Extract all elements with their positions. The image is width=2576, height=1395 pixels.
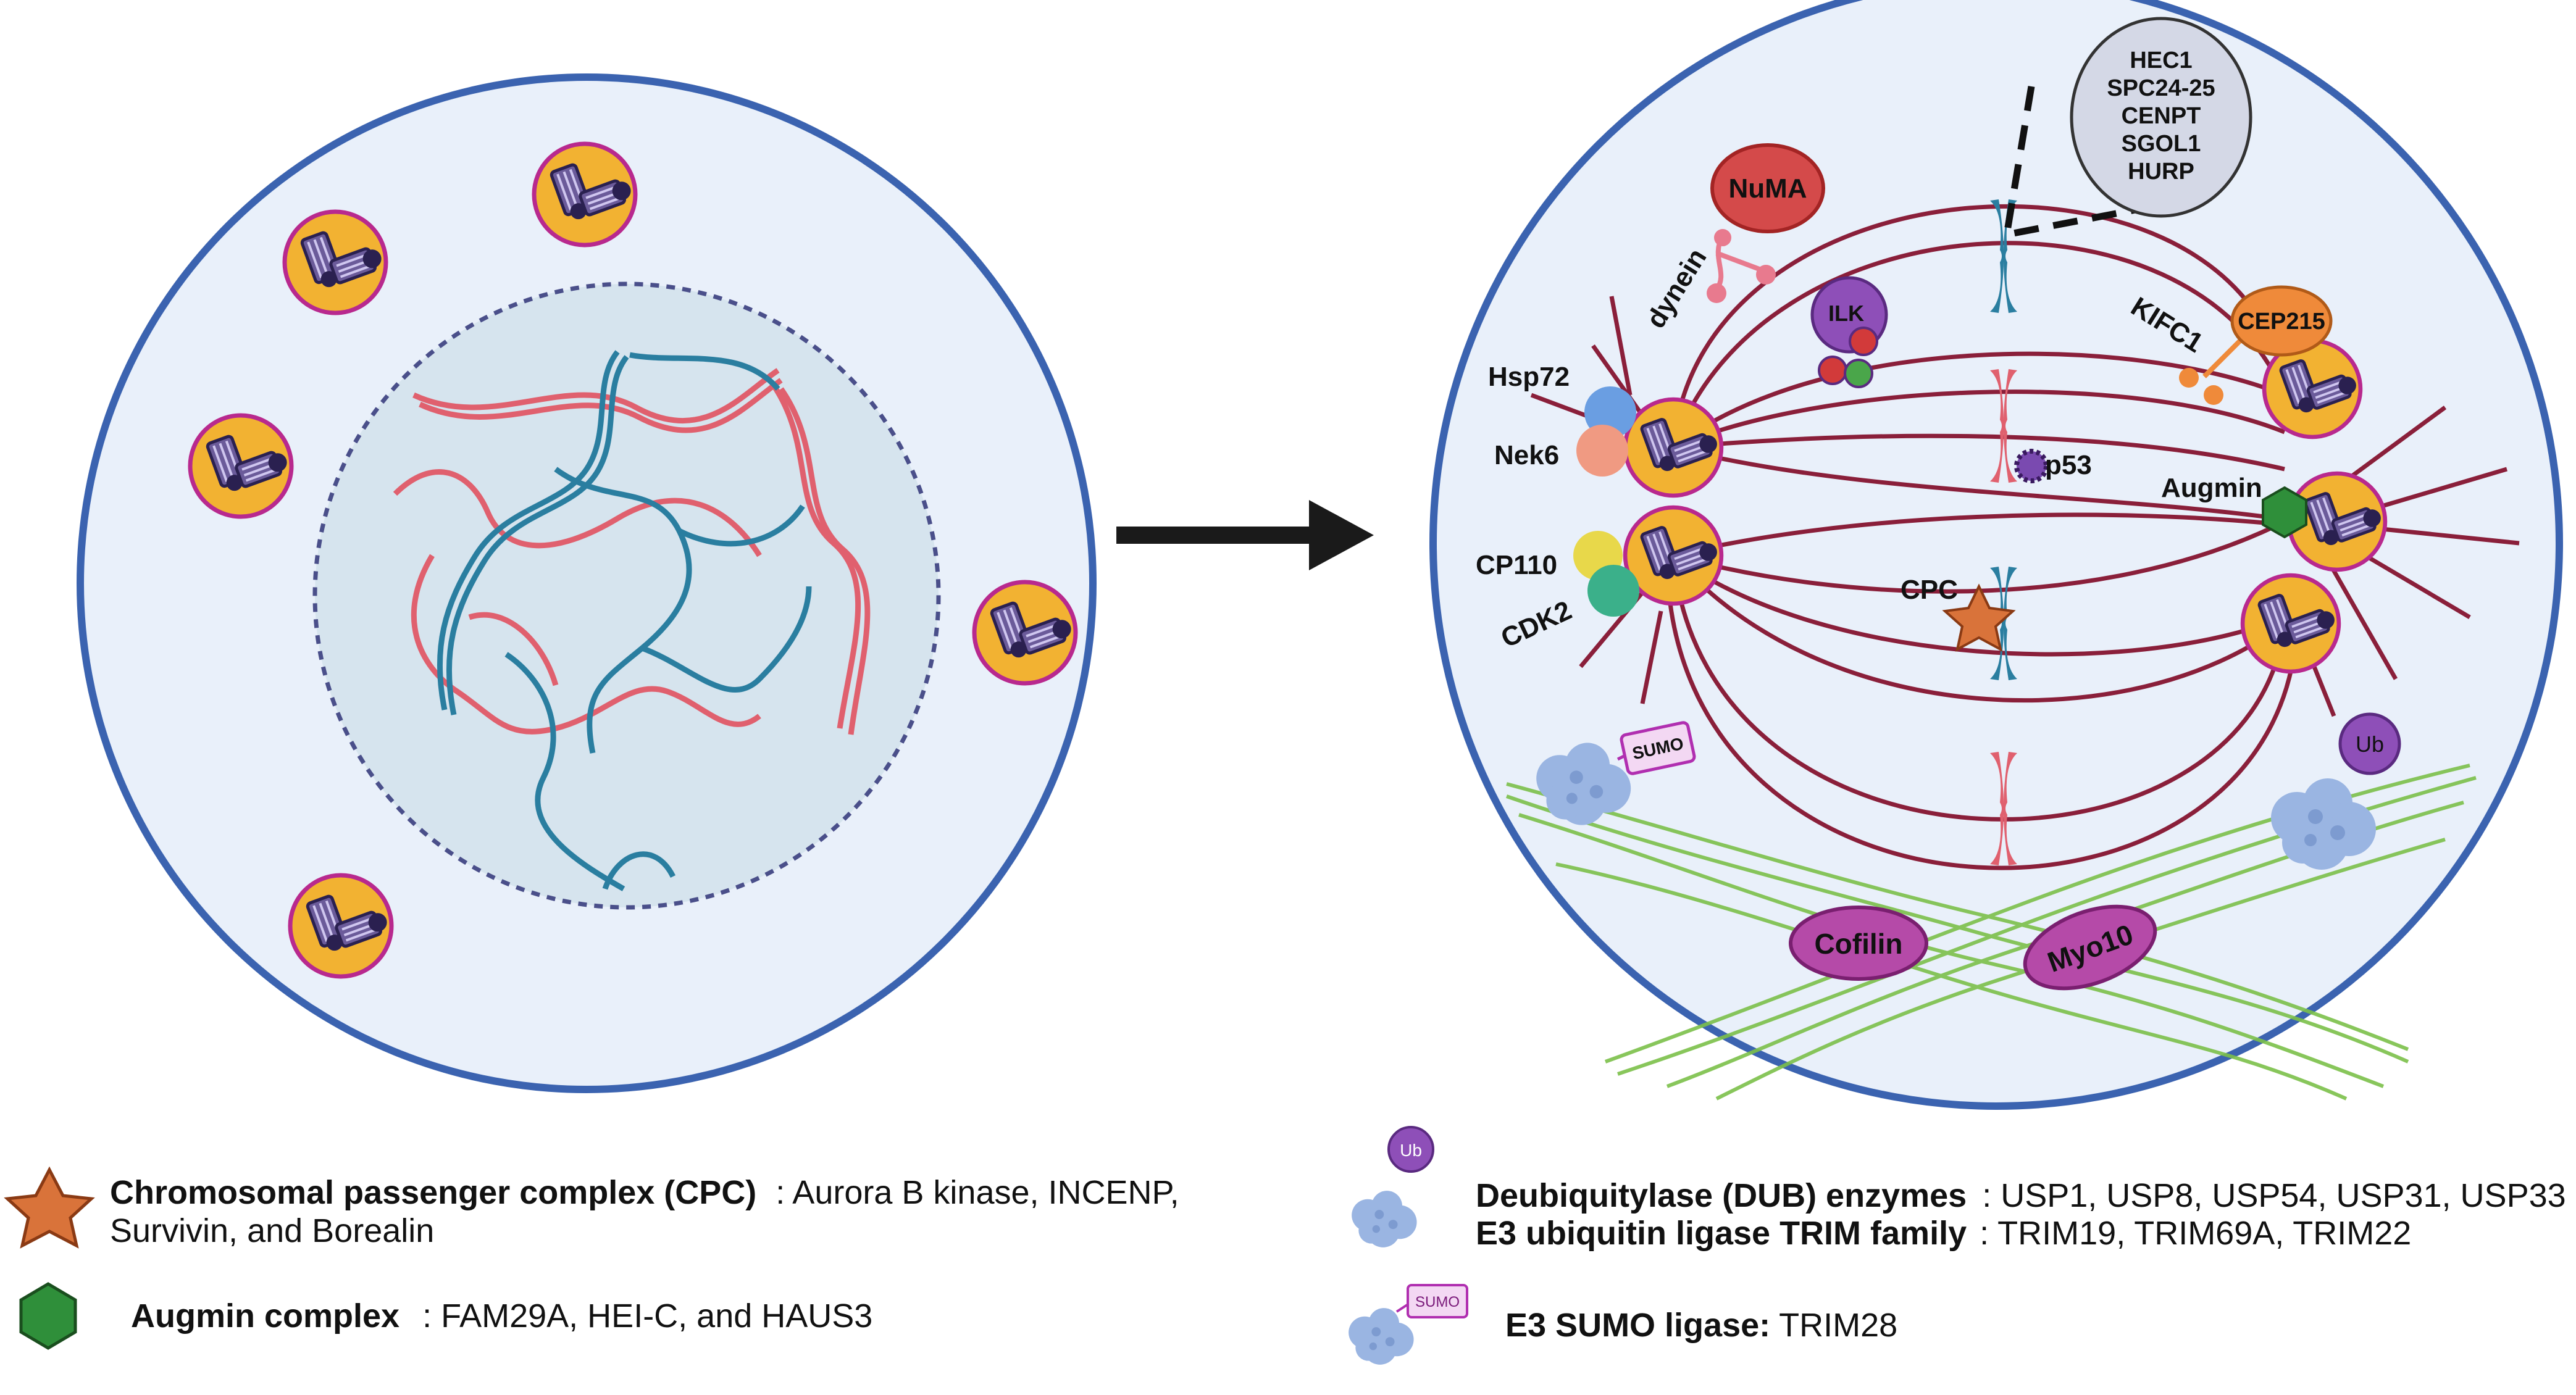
ilk-protein: ILK xyxy=(1810,276,1888,388)
nek6-label: Nek6 xyxy=(1494,440,1559,470)
numa-protein: NuMA xyxy=(1710,143,1825,233)
hsp72-label: Hsp72 xyxy=(1488,362,1570,392)
centrosome-pole-left-1 xyxy=(1625,399,1721,496)
augmin-complex: Augmin xyxy=(2161,473,2307,539)
kinetochore-spc24-25: SPC24-25 xyxy=(2107,75,2215,101)
nucleus xyxy=(312,281,941,910)
legend-ub-badge: Ub xyxy=(1400,1141,1422,1160)
centrosome-4 xyxy=(974,582,1076,683)
cpc-label: CPC xyxy=(1901,575,1958,605)
ubiquitin-modification: Ub xyxy=(2271,712,2401,870)
legend-sumo-badge: SUMO xyxy=(1415,1294,1460,1310)
augmin-label: Augmin xyxy=(2161,473,2262,503)
kinetochore-proteins: HEC1 SPC24-25 CENPT SGOL1 HURP xyxy=(2002,17,2252,239)
legend-sumo-icon: SUMO xyxy=(1349,1284,1468,1365)
cpc-complex: CPC xyxy=(1901,575,2016,652)
sumo-modification: SUMO xyxy=(1536,721,1696,825)
centrosome-pole-left-2 xyxy=(1625,507,1721,604)
svg-text:E3 ubiquitin ligase TRIM famil: E3 ubiquitin ligase TRIM family : TRIM19… xyxy=(1476,1215,2411,1252)
progression-arrow xyxy=(1116,500,1374,570)
centrosome-3 xyxy=(190,415,291,517)
kinetochore-hurp: HURP xyxy=(2128,159,2194,185)
cofilin-label: Cofilin xyxy=(1814,928,1902,960)
kinetochore-cenpt: CENPT xyxy=(2122,103,2201,129)
legend-augmin-hexagon-icon xyxy=(19,1282,77,1350)
legend-sumo-desc: TRIM28 xyxy=(1779,1307,1897,1344)
blue-chromatin xyxy=(437,350,812,891)
legend-cpc-star-icon xyxy=(4,1166,95,1249)
centrosome-2 xyxy=(534,144,635,245)
cep215-label: CEP215 xyxy=(2238,309,2325,335)
ub-label: Ub xyxy=(2356,731,2384,757)
hsp72-nek6: Hsp72 Nek6 xyxy=(1488,362,1636,477)
svg-text:E3 SUMO ligase: TRIM28: E3 SUMO ligase: TRIM28 xyxy=(1505,1307,1897,1344)
legend-dub-title: Deubiquitylase (DUB) enzymes xyxy=(1476,1177,1967,1214)
legend-augmin-title: Augmin complex xyxy=(131,1297,399,1335)
legend-trim-desc: : TRIM19, TRIM69A, TRIM22 xyxy=(1980,1215,2411,1252)
svg-text:Chromosomal passenger complex: Chromosomal passenger complex (CPC) : Au… xyxy=(110,1174,1179,1211)
p53-label: p53 xyxy=(2045,450,2092,480)
centrosome-1 xyxy=(285,212,386,313)
legend-sumo-title: E3 SUMO ligase: xyxy=(1505,1307,1770,1344)
myo10-protein: Myo10 xyxy=(2023,904,2157,991)
legend-trim-title: E3 ubiquitin ligase TRIM family xyxy=(1476,1215,1967,1252)
legend-ub-icon: Ub xyxy=(1352,1126,1434,1247)
interphase-cell xyxy=(77,73,1097,1093)
p53-protein: p53 xyxy=(2014,449,2092,483)
legend-cpc-desc-1: : Aurora B kinase, INCENP, xyxy=(776,1174,1179,1211)
cp110-label: CP110 xyxy=(1476,550,1557,580)
kinetochore-hec1: HEC1 xyxy=(2130,48,2192,73)
kinetochore-sgol1: SGOL1 xyxy=(2122,131,2201,157)
legend-dub-desc: : USP1, USP8, USP54, USP31, USP33 xyxy=(1982,1177,2566,1214)
legend-cpc-desc-2: Survivin, and Borealin xyxy=(110,1212,434,1249)
ilk-label: ILK xyxy=(1828,301,1864,326)
centrosome-pole-right-3 xyxy=(2243,575,2339,672)
red-chromatin xyxy=(393,368,871,735)
mitotic-cell: HEC1 SPC24-25 CENPT SGOL1 HURP NuMA dyne… xyxy=(1429,0,2563,1110)
centrosome-5 xyxy=(290,875,391,976)
cofilin-protein: Cofilin xyxy=(1789,906,1928,981)
legend-cpc-title: Chromosomal passenger complex (CPC) xyxy=(110,1174,756,1211)
svg-text:Deubiquitylase (DUB) enzymes: Deubiquitylase (DUB) enzymes : USP1, USP… xyxy=(1476,1177,2566,1214)
numa-label: NuMA xyxy=(1728,173,1807,204)
legend-augmin-desc: : FAM29A, HEI-C, and HAUS3 xyxy=(422,1297,872,1335)
legend: Chromosomal passenger complex (CPC) : Au… xyxy=(4,1126,2566,1365)
svg-text:Augmin complex : FAM29A,: Augmin complex : FAM29A, HEI-C, and HAUS… xyxy=(131,1297,872,1335)
